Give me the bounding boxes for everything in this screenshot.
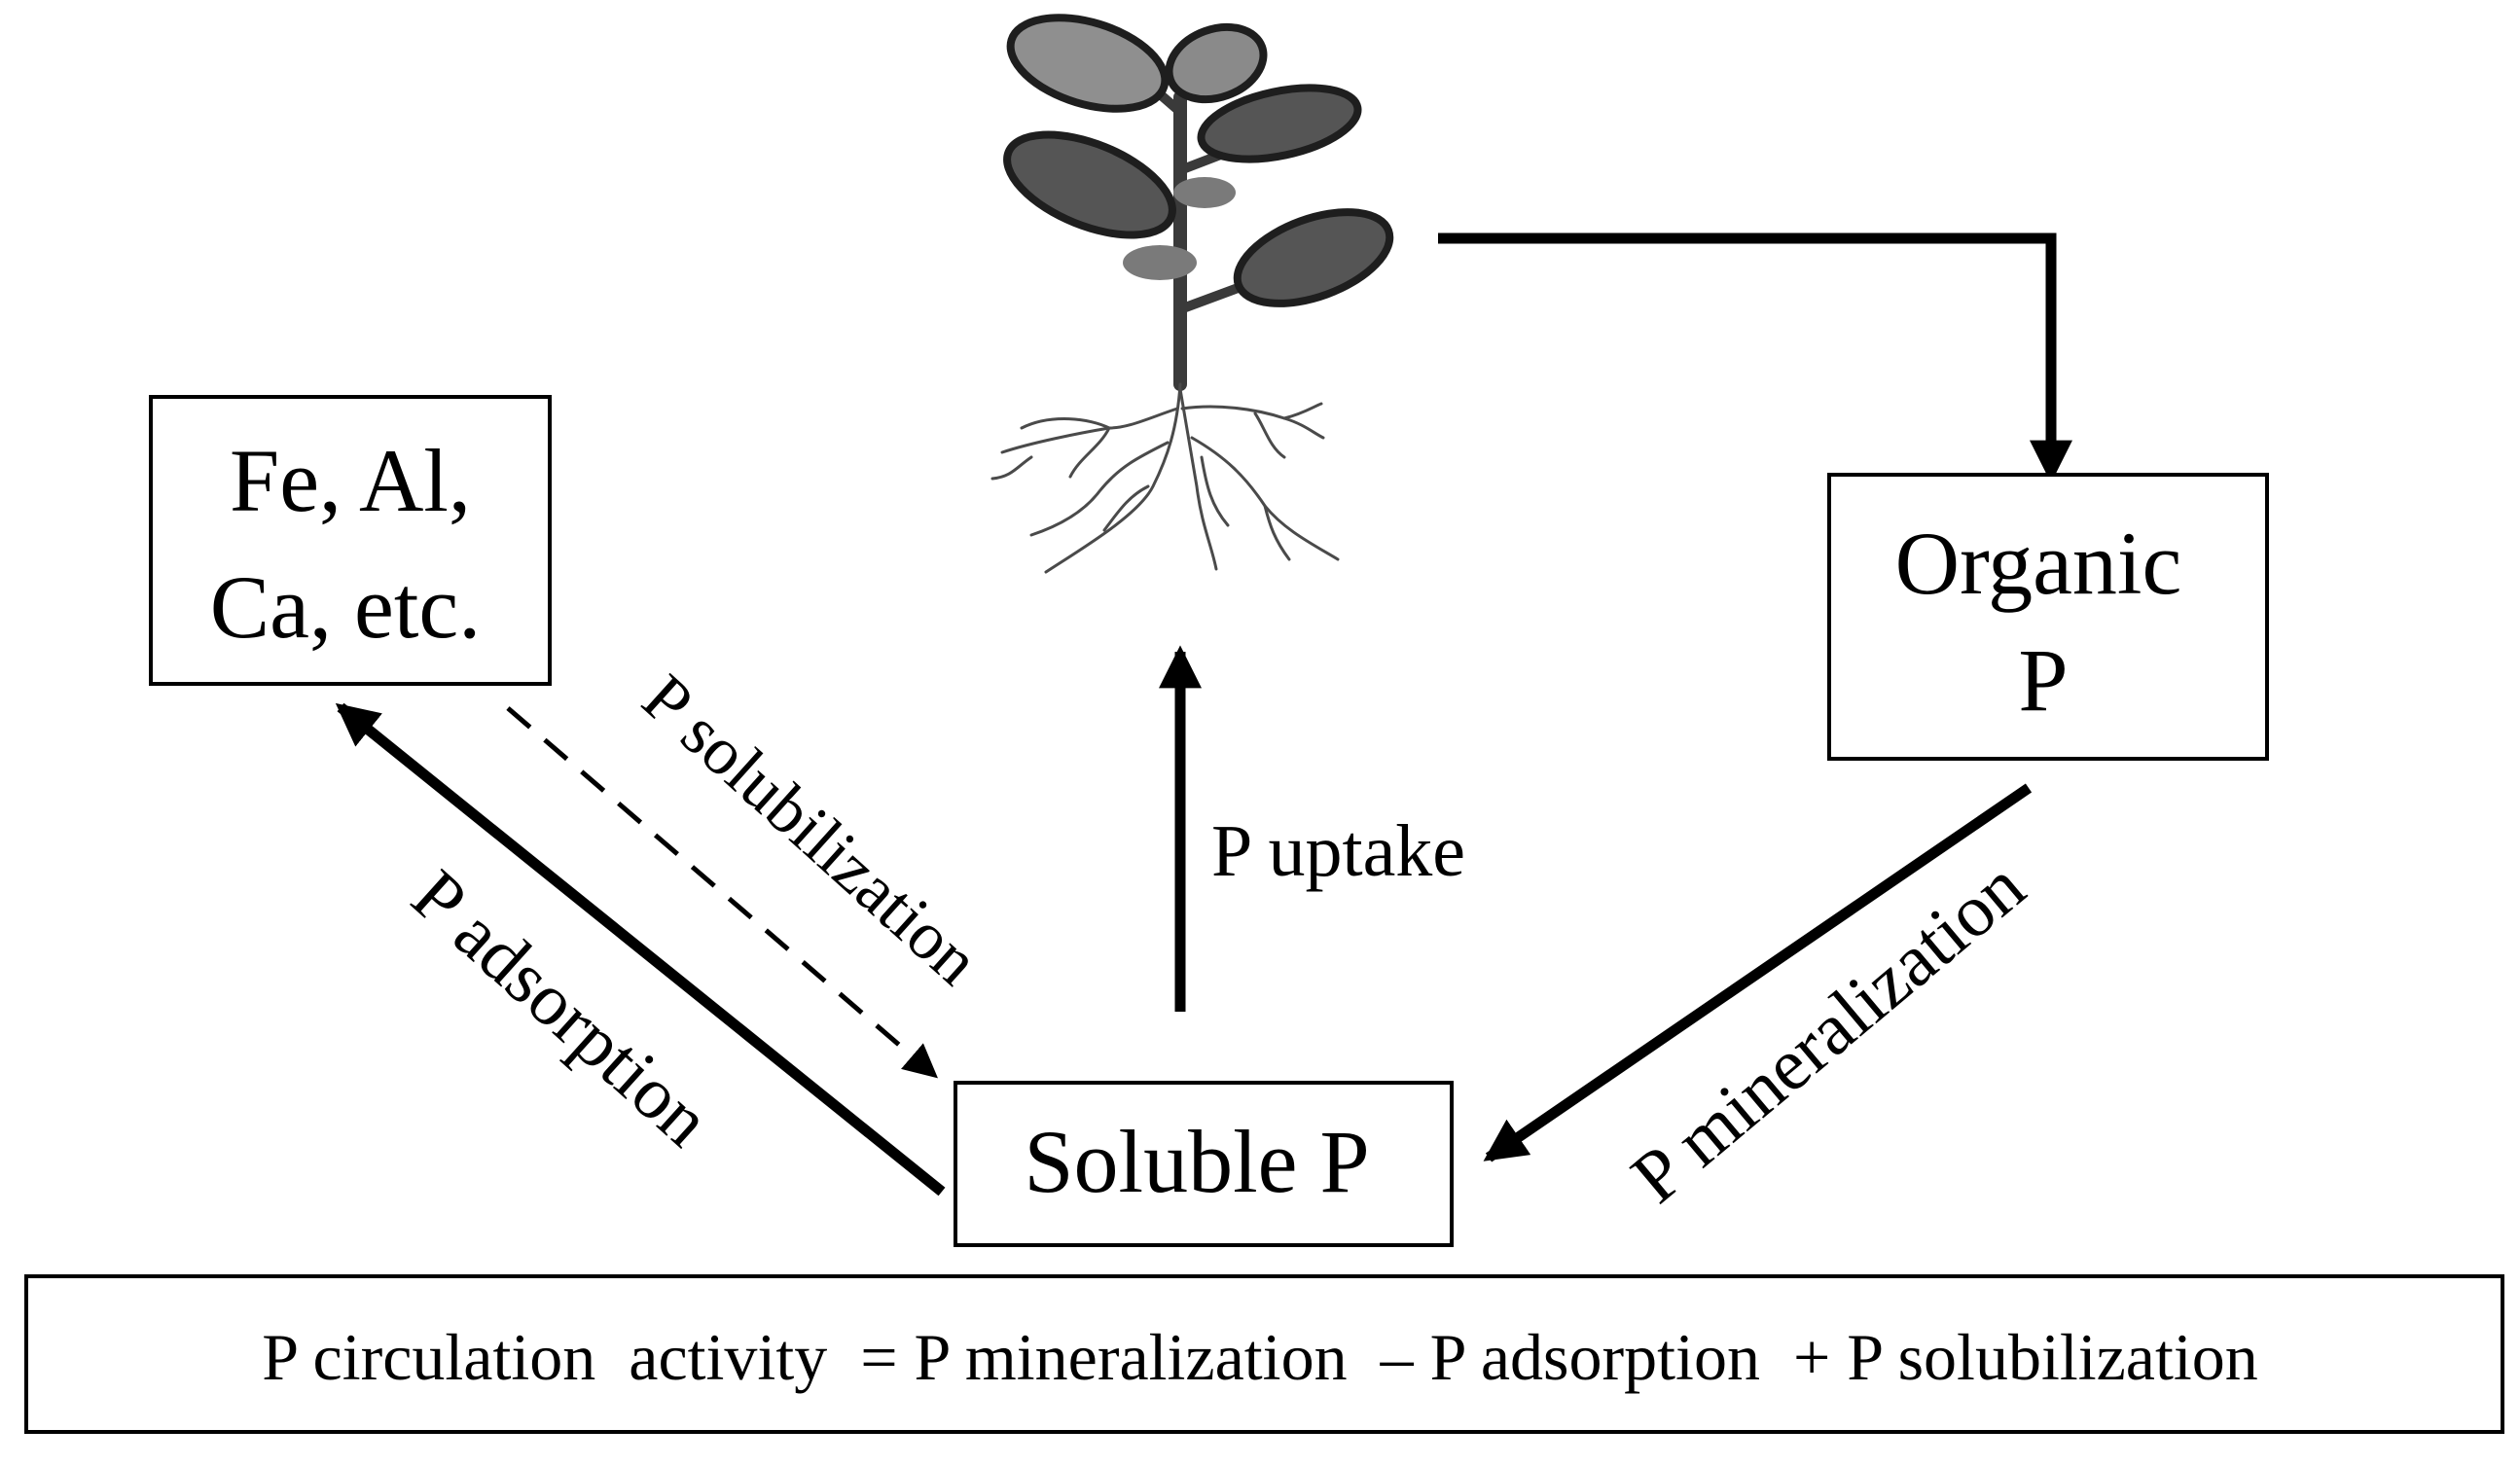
adsorption-label: P adsorption [397,854,726,1161]
metals-line-2: Ca, etc. [210,557,481,657]
mineralization-arrow [1483,783,2033,1162]
organic-p-line-1: Organic [1895,514,2182,613]
soluble-p-label: Soluble P [1024,1112,1369,1211]
metals-box: Fe, Al, Ca, etc. [149,395,552,686]
plant-to-organic-arrow [1438,232,2072,483]
roots [990,382,1340,574]
leaf [1197,84,1362,163]
bud [1173,177,1236,208]
organic-p-line-2: P [2018,630,2068,730]
adsorption-arrow [335,702,946,1197]
uptake-label: P uptake [1211,810,1465,892]
leaf [1165,22,1268,104]
plant-icon [990,14,1394,574]
equation-box: P circulation activity = P mineralizatio… [24,1274,2504,1434]
leaf [1233,208,1394,307]
metals-line-1: Fe, Al, [230,431,471,530]
soluble-p-box: Soluble P [954,1081,1454,1247]
solubilization-label: P solubilization [629,661,993,999]
equation-text: P circulation activity = P mineralizatio… [262,1320,2258,1394]
bud [1123,245,1197,280]
leaf [1006,14,1170,113]
leaf [1003,130,1176,239]
organic-p-box: Organic P [1827,473,2269,761]
